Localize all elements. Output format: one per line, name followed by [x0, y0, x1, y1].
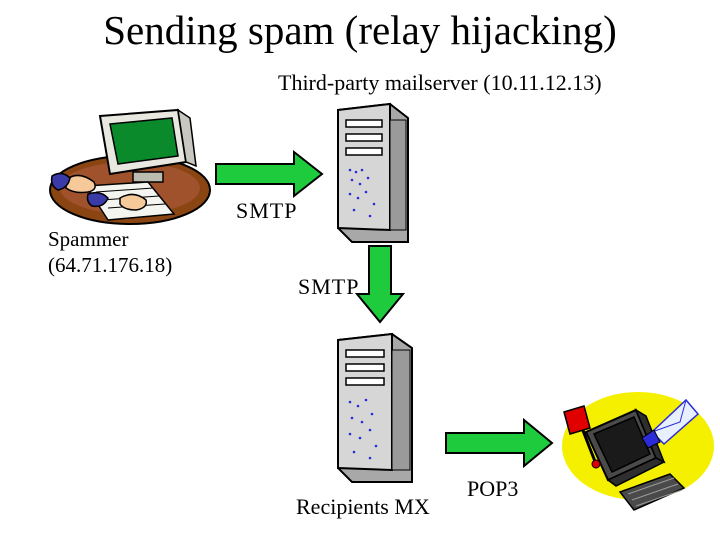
arrow-right-icon	[445, 417, 554, 469]
smtp-label-mx: SMTP	[298, 274, 360, 299]
spammer-name: Spammer	[48, 227, 129, 251]
mailbox-flag-icon	[563, 405, 601, 469]
pop3-label: POP3	[467, 476, 519, 501]
third-party-server-label: Third-party mailserver (10.11.12.13)	[278, 70, 602, 95]
server-icon	[337, 102, 409, 243]
spammer-computer-icon	[49, 108, 211, 225]
arrow-right-icon	[215, 149, 324, 199]
arrow-down-icon	[354, 245, 406, 324]
recipient-computer-icon	[562, 392, 714, 511]
recipients-mx-label: Recipients MX	[296, 494, 430, 519]
smtp-label-relay: SMTP	[236, 198, 298, 223]
server-icon	[337, 332, 413, 483]
spammer-label: Spammer (64.71.176.18)	[48, 226, 172, 278]
envelope-icon	[650, 398, 700, 446]
page-title: Sending spam (relay hijacking)	[103, 7, 617, 53]
spammer-ip: (64.71.176.18)	[48, 253, 173, 277]
